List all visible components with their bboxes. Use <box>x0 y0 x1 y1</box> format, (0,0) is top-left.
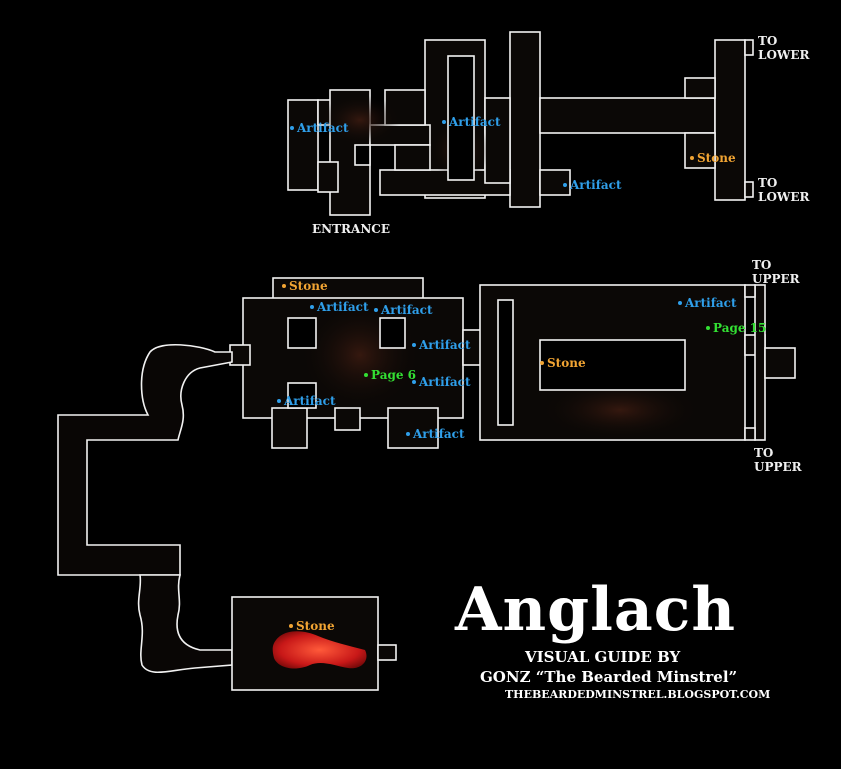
marker-artifact: Artifact <box>277 395 336 407</box>
marker-dot-icon <box>406 431 410 436</box>
marker-dot-icon <box>690 155 694 160</box>
marker-stone: Stone <box>282 280 328 292</box>
marker-artifact: Artifact <box>678 297 737 309</box>
marker-dot-icon <box>412 342 416 347</box>
marker-dot-icon <box>442 119 446 124</box>
marker-artifact: Artifact <box>374 304 433 316</box>
marker-dot-icon <box>706 325 710 330</box>
blog-url: THEBEARDEDMINSTREL.BLOGSPOT.COM <box>505 688 771 701</box>
marker-dot-icon <box>277 398 281 403</box>
marker-dot-icon <box>540 360 544 365</box>
marker-stone: Stone <box>690 152 736 164</box>
marker-artifact: Artifact <box>563 179 622 191</box>
marker-dot-icon <box>282 283 286 288</box>
marker-dot-icon <box>310 304 314 309</box>
marker-artifact: Artifact <box>442 116 501 128</box>
marker-page: Page 15 <box>706 322 766 334</box>
marker-artifact: Artifact <box>310 301 369 313</box>
marker-artifact: Artifact <box>412 376 471 388</box>
marker-dot-icon <box>364 372 368 377</box>
marker-artifact: Artifact <box>406 428 465 440</box>
marker-dot-icon <box>563 182 567 187</box>
lava-room <box>231 596 397 691</box>
lava-pool <box>272 631 367 669</box>
upper-level <box>287 31 754 216</box>
map-title: Anglach <box>455 575 736 645</box>
to-upper-label: TO UPPER <box>752 258 800 286</box>
to-lower-label: TO LOWER <box>758 34 810 62</box>
to-lower-label: TO LOWER <box>758 176 810 204</box>
marker-stone: Stone <box>289 620 335 632</box>
marker-dot-icon <box>678 300 682 305</box>
to-upper-label: TO UPPER <box>754 446 802 474</box>
marker-dot-icon <box>412 379 416 384</box>
middle-level <box>229 277 796 449</box>
cave-passage <box>57 343 233 673</box>
marker-stone: Stone <box>540 357 586 369</box>
marker-artifact: Artifact <box>290 122 349 134</box>
guide-subtitle: VISUAL GUIDE BY <box>525 648 681 666</box>
marker-dot-icon <box>290 125 294 130</box>
marker-page: Page 6 <box>364 369 416 381</box>
marker-dot-icon <box>374 307 378 312</box>
author-credit: GONZ “The Bearded Minstrel” <box>480 668 738 686</box>
marker-dot-icon <box>289 623 293 628</box>
entrance-label: ENTRANCE <box>312 222 390 236</box>
marker-artifact: Artifact <box>412 339 471 351</box>
